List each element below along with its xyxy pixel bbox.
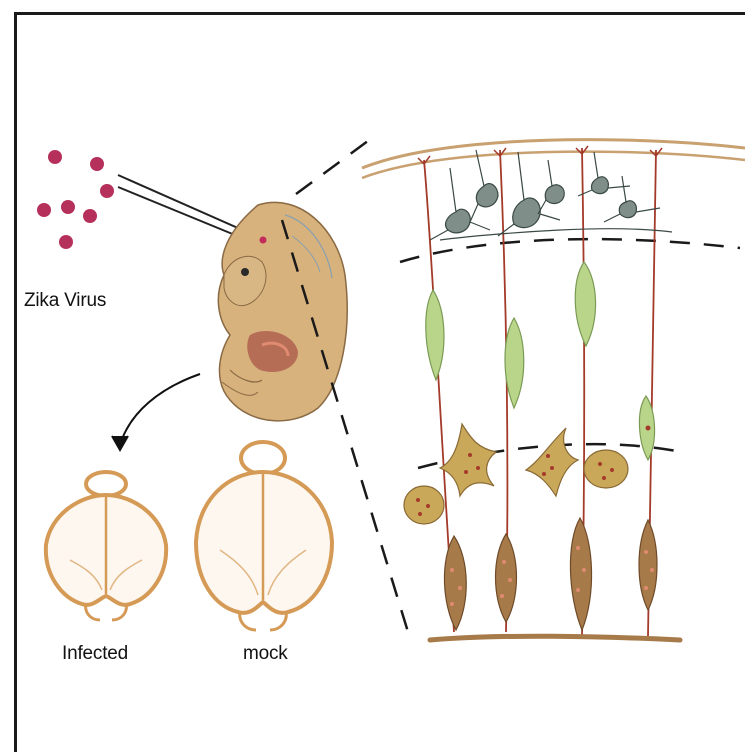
neuron-icon [591,177,608,194]
cortex-section-icon [362,140,745,640]
virus-particle-icon [59,235,73,249]
neuron-icon [476,184,498,207]
virus-particle-icon [61,200,75,214]
radial-glia-cell [639,520,657,610]
virus-particle-icon [37,203,51,217]
brain-infected-icon [46,472,166,620]
progenitor-cell [584,450,628,488]
progenitor-cell [404,486,444,524]
brain-mock-icon [196,442,332,630]
neuron-icon [513,198,541,228]
virus-particle-icon [90,157,104,171]
virus-particle-icon [83,209,97,223]
migrating-neuron [426,290,444,380]
virus-particle-icon [48,150,62,164]
migrating-neuron [575,262,595,346]
neuron-icon [446,209,471,233]
virus-particle-icon [100,184,114,198]
neuron-icon [619,201,636,218]
arrow-icon [112,374,200,450]
radial-glia-cell [444,536,466,630]
ventricular-surface [430,636,680,640]
progenitor-cell [440,424,496,496]
embryo-icon [218,202,347,420]
radial-glia-cell [570,518,591,630]
infected-label: Infected [62,643,128,665]
neuron-icon [545,185,564,204]
zika-virus-label: Zika Virus [24,290,106,312]
migrating-neuron [505,318,524,408]
virus-particles [37,150,114,249]
radial-glia-cell [496,534,517,622]
mock-label: mock [243,643,288,665]
progenitor-cell [526,428,578,496]
